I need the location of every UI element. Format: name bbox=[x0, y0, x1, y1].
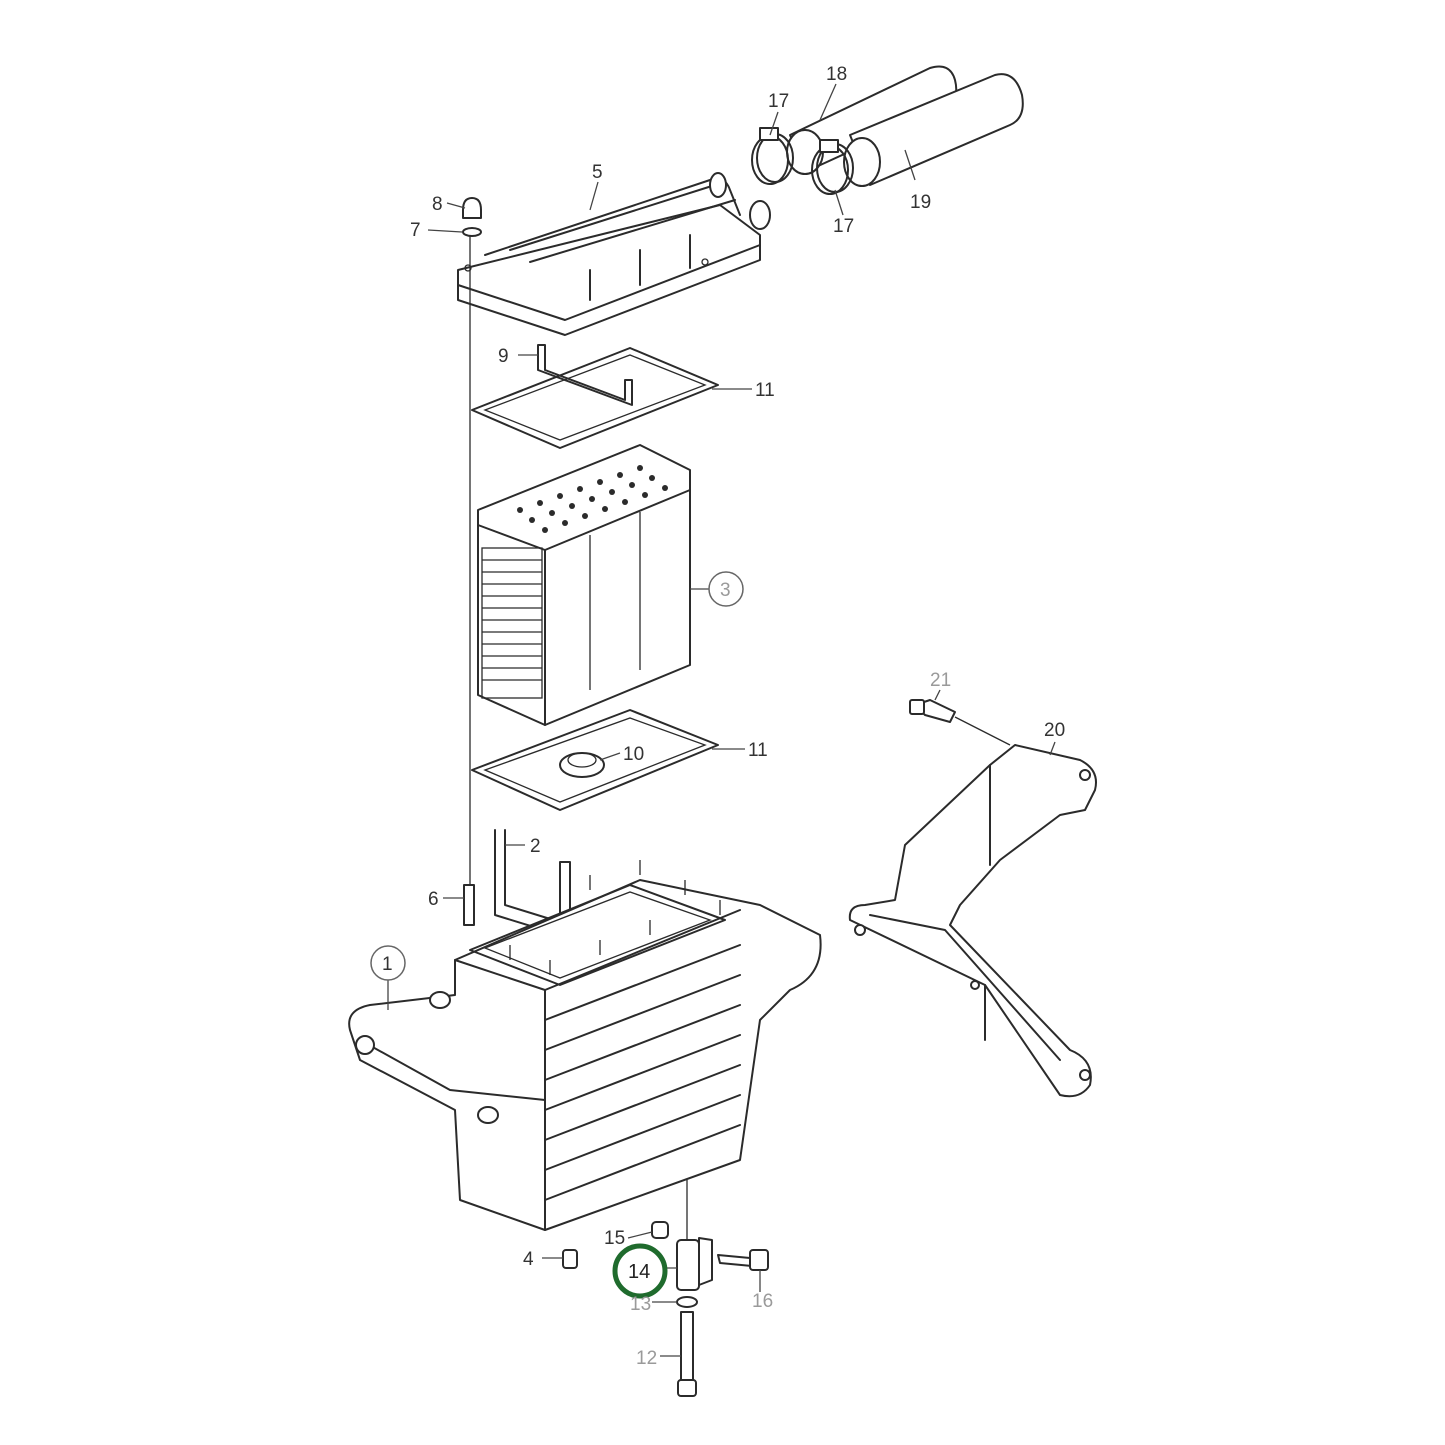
label-part-8[interactable]: 8 bbox=[432, 194, 443, 215]
washer-part-13[interactable] bbox=[676, 1296, 698, 1308]
label-part-18[interactable]: 18 bbox=[826, 64, 847, 85]
label-part-15[interactable]: 15 bbox=[604, 1228, 625, 1249]
bracket-part-20[interactable] bbox=[848, 744, 1097, 1098]
cap-nut-part-8[interactable] bbox=[462, 197, 482, 219]
label-part-14[interactable]: 14 bbox=[628, 1261, 650, 1283]
label-part-6[interactable]: 6 bbox=[428, 889, 439, 910]
highlight-circle-14 bbox=[612, 1243, 668, 1299]
filter-element-part-3[interactable] bbox=[477, 444, 691, 726]
hose-clamp-part-17-lower[interactable] bbox=[811, 139, 854, 195]
label-part-12[interactable]: 12 bbox=[636, 1348, 657, 1369]
label-part-17-lower[interactable]: 17 bbox=[833, 216, 854, 237]
housing-part-1[interactable] bbox=[348, 860, 822, 1231]
bracket-part-2[interactable] bbox=[494, 829, 571, 936]
label-part-16[interactable]: 16 bbox=[752, 1291, 773, 1312]
plug-part-4[interactable] bbox=[562, 1249, 578, 1269]
label-part-5[interactable]: 5 bbox=[592, 162, 603, 183]
label-part-9[interactable]: 9 bbox=[498, 346, 509, 367]
label-part-2[interactable]: 2 bbox=[530, 836, 541, 857]
leader-lines bbox=[387, 83, 1056, 1357]
bolt-part-21[interactable] bbox=[909, 699, 956, 723]
cover-part-5[interactable] bbox=[457, 172, 771, 336]
label-part-11-lower[interactable]: 11 bbox=[748, 740, 768, 761]
label-part-21[interactable]: 21 bbox=[930, 670, 951, 691]
washer-part-7[interactable] bbox=[462, 227, 482, 237]
label-part-7[interactable]: 7 bbox=[410, 220, 421, 241]
label-part-1[interactable]: 1 bbox=[382, 954, 393, 975]
label-part-13[interactable]: 13 bbox=[630, 1294, 651, 1315]
label-part-3[interactable]: 3 bbox=[720, 580, 731, 601]
label-part-4[interactable]: 4 bbox=[523, 1249, 534, 1270]
stud-part-6[interactable] bbox=[463, 884, 475, 926]
handle-part-9[interactable] bbox=[537, 344, 633, 406]
label-part-17-upper[interactable]: 17 bbox=[768, 91, 789, 112]
bolt-part-16[interactable] bbox=[717, 1249, 769, 1271]
callout-circle-3 bbox=[708, 571, 744, 607]
label-part-19[interactable]: 19 bbox=[910, 192, 931, 213]
bushing-part-14[interactable] bbox=[676, 1237, 713, 1291]
spacer-part-15[interactable] bbox=[651, 1221, 669, 1239]
seal-part-11-upper[interactable] bbox=[471, 347, 719, 449]
label-part-11-upper[interactable]: 11 bbox=[755, 380, 775, 401]
callout-circle-1 bbox=[370, 945, 406, 981]
label-part-10[interactable]: 10 bbox=[623, 744, 644, 765]
bolt-part-12[interactable] bbox=[677, 1311, 697, 1397]
label-part-20[interactable]: 20 bbox=[1044, 720, 1065, 741]
grommet-part-10[interactable] bbox=[559, 752, 605, 778]
hose-clamp-part-17-upper[interactable] bbox=[751, 127, 794, 185]
